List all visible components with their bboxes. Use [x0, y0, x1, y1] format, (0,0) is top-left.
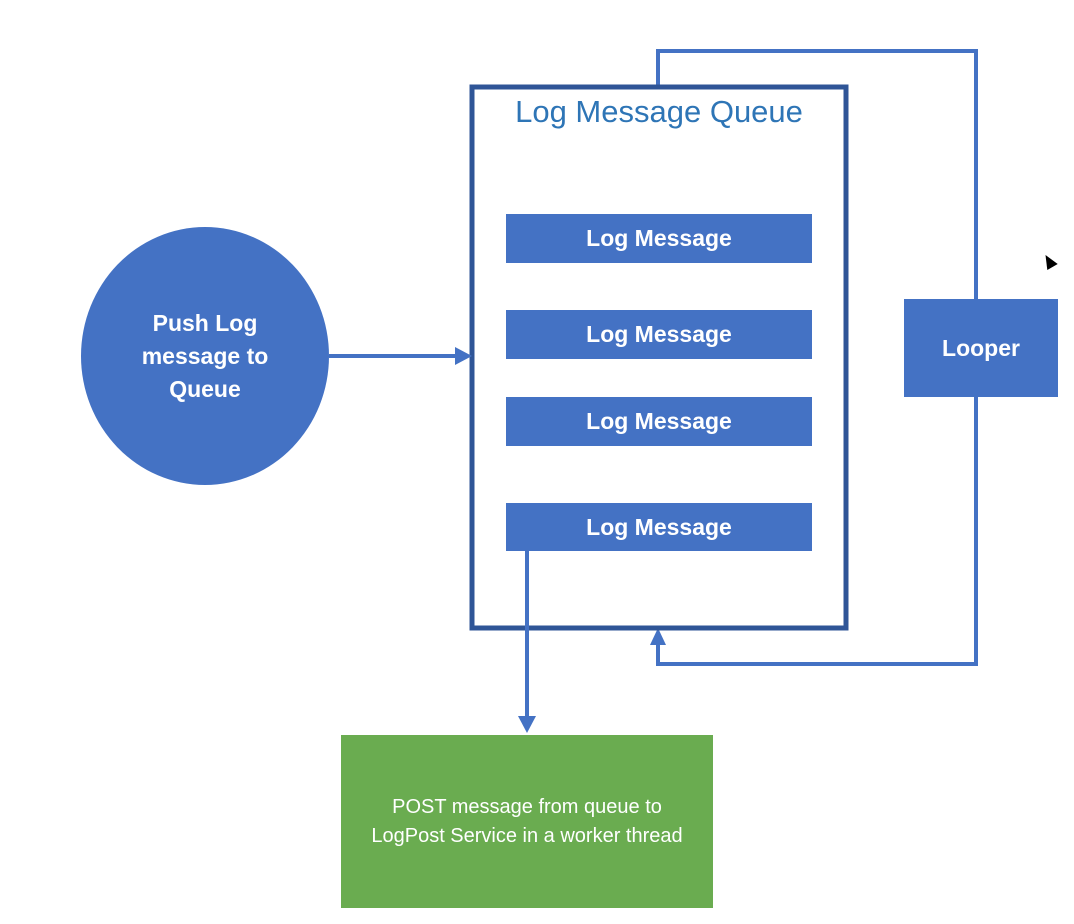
- push-arrowhead: [455, 347, 472, 365]
- queue-title: Log Message Queue: [515, 94, 803, 129]
- loop-arrowhead: [650, 628, 666, 645]
- loop-connector-top: [656, 49, 978, 300]
- producer-node: [81, 227, 329, 485]
- post-arrowhead: [518, 716, 536, 733]
- looper-label: Looper: [942, 334, 1020, 361]
- log-message-label-4: Log Message: [586, 513, 732, 540]
- producer-label: Push Log message to Queue: [141, 309, 269, 402]
- loop-connector-bottom: [656, 396, 978, 666]
- log-message-box-1: [506, 214, 812, 263]
- log-message-label-1: Log Message: [586, 225, 732, 251]
- log-message-label-3: Log Message: [586, 408, 732, 434]
- consumer-node: [341, 735, 713, 908]
- log-message-label-2: Log Message: [586, 321, 732, 347]
- log-message-box-2: [506, 310, 812, 359]
- log-message-box-3: [506, 397, 812, 446]
- consumer-label: POST message from queue to LogPost Servi…: [371, 795, 683, 847]
- log-message-box-4: [506, 503, 812, 551]
- looper-node: [904, 299, 1058, 397]
